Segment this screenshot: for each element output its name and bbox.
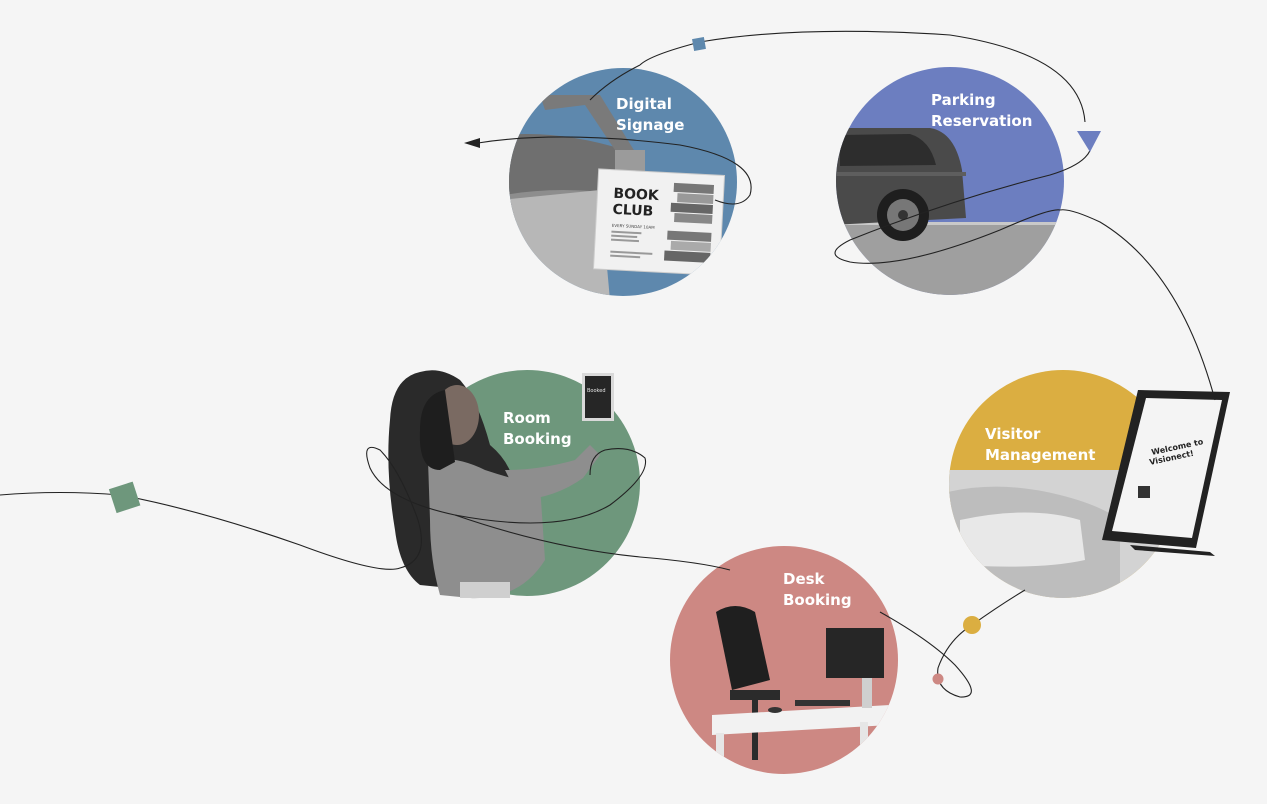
room-panel-text: Booked <box>587 388 606 394</box>
sign-title-line1: BOOK <box>613 186 660 204</box>
digital-signage-node: BOOK CLUB EVERY SUNDAY 10AM Digital Sign… <box>509 68 737 296</box>
parking-reservation-label-line1: Parking <box>931 91 996 109</box>
room-booking-label-line1: Room <box>503 409 551 427</box>
desk-booking-node: Desk Booking <box>670 546 898 774</box>
arrowhead-left-icon <box>464 138 480 148</box>
connector-path <box>0 30 1216 698</box>
room-booking-label-line2: Booking <box>503 430 572 448</box>
desk-booking-label-line2: Booking <box>783 591 852 609</box>
desk-booking-photo <box>712 606 890 774</box>
marker-square-green-icon <box>108 481 141 514</box>
digital-signage-photo: BOOK CLUB EVERY SUNDAY 10AM <box>509 95 726 296</box>
digital-signage-label-line2: Signage <box>616 116 684 134</box>
visitor-management-label-line1: Visitor <box>985 425 1041 443</box>
parking-reservation-node: Parking Reservation <box>836 67 1064 295</box>
room-booking-node: Booked Room Booking <box>388 370 640 599</box>
visitor-management-label-line2: Management <box>985 446 1095 464</box>
marker-dot-pink-icon <box>932 673 944 685</box>
sign-title-line2: CLUB <box>612 202 654 220</box>
digital-signage-label-line1: Digital <box>616 95 672 113</box>
room-booking-photo: Booked <box>388 370 614 599</box>
marker-square-blue-icon <box>692 37 706 51</box>
marker-dot-yellow-icon <box>963 616 981 634</box>
marker-triangle-icon <box>1077 131 1101 152</box>
sign-subtitle: EVERY SUNDAY 10AM <box>612 223 656 230</box>
visitor-tablet: Welcome to Visionect! <box>1102 390 1230 556</box>
desk-booking-label-line1: Desk <box>783 570 826 588</box>
visitor-management-node: Welcome to Visionect! Visitor Management <box>949 370 1230 598</box>
parking-reservation-label-line2: Reservation <box>931 112 1032 130</box>
